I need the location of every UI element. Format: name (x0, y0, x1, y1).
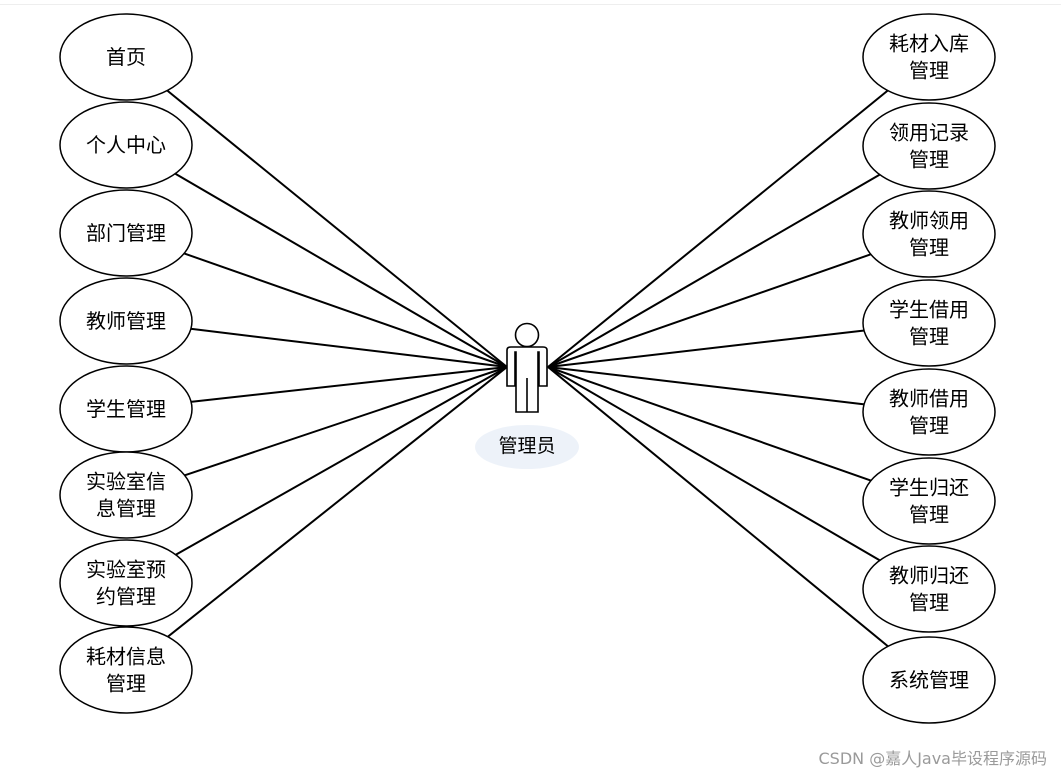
use-case-ellipse (862, 102, 996, 190)
use-case-ellipse (59, 626, 193, 714)
use-case-ellipse (862, 190, 996, 278)
right-association-line-7 (547, 366, 881, 562)
use-case-label-line: 管理 (909, 325, 949, 349)
use-case-label-line: 管理 (106, 672, 146, 696)
right-association-line-6 (547, 366, 872, 482)
use-case-label-line: 管理 (909, 503, 949, 527)
use-case-label-line: 教师归还 (889, 564, 969, 588)
use-case-ellipse (862, 279, 996, 367)
actor: 管理员 (475, 322, 579, 469)
left-use-case-1: 首页 (59, 13, 193, 101)
left-association-line-8 (166, 366, 508, 638)
use-case-label-line: 教师领用 (889, 209, 969, 233)
use-case-label-line: 学生归还 (889, 476, 969, 500)
left-association-line-6 (184, 366, 508, 477)
use-case-label-line: 约管理 (96, 585, 156, 609)
left-association-line-1 (166, 89, 508, 368)
use-case-label-line: 学生管理 (86, 397, 166, 421)
use-case-label-line: 管理 (909, 148, 949, 172)
left-use-case-3: 部门管理 (59, 189, 193, 277)
right-association-line-1 (547, 89, 889, 368)
use-case-label-line: 息管理 (96, 497, 156, 521)
use-case-label-line: 实验室信 (86, 470, 166, 494)
left-association-line-5 (190, 366, 508, 403)
use-case-label-line: 管理 (909, 236, 949, 260)
left-association-line-2 (174, 172, 508, 368)
use-case-ellipse (59, 101, 193, 189)
association-lines (166, 89, 889, 648)
use-case-label-line: 教师借用 (889, 387, 969, 411)
use-case-label-line: 实验室预 (86, 558, 166, 582)
use-case-ellipse (862, 545, 996, 633)
right-association-line-8 (547, 366, 889, 648)
use-case-label-line: 首页 (106, 45, 146, 69)
right-association-line-5 (547, 366, 865, 406)
left-use-case-4: 教师管理 (59, 277, 193, 365)
actor-label: 管理员 (498, 435, 555, 457)
use-case-label-line: 部门管理 (86, 221, 166, 245)
use-case-ellipse (59, 13, 193, 101)
use-case-ellipse (862, 368, 996, 456)
use-case-label-line: 领用记录 (889, 121, 969, 145)
use-case-label-line: 个人中心 (86, 133, 166, 157)
user-figure-icon (506, 322, 548, 413)
use-case-ellipse (59, 189, 193, 277)
left-use-case-2: 个人中心 (59, 101, 193, 189)
use-case-label-line: 学生借用 (889, 298, 969, 322)
use-case-label-line: 耗材入库 (889, 32, 969, 56)
top-divider (0, 4, 1061, 5)
use-case-label-line: 管理 (909, 59, 949, 83)
use-case-ellipse (59, 451, 193, 539)
use-case-ellipse (862, 636, 996, 724)
right-association-line-4 (547, 329, 865, 368)
use-case-ellipse (59, 539, 193, 627)
use-case-label-line: 耗材信息 (86, 645, 166, 669)
use-case-ellipse (862, 457, 996, 545)
left-association-line-4 (190, 327, 508, 368)
use-case-label-line: 管理 (909, 414, 949, 438)
right-association-line-3 (547, 253, 872, 368)
use-case-label-line: 教师管理 (86, 309, 166, 333)
left-use-case-5: 学生管理 (59, 365, 193, 453)
left-association-line-7 (175, 366, 508, 556)
watermark: CSDN @嘉人Java毕设程序源码 (818, 749, 1047, 768)
right-use-case-8: 系统管理 (862, 636, 996, 724)
right-association-line-2 (547, 173, 881, 368)
use-case-label-line: 管理 (909, 591, 949, 615)
use-case-ellipse (59, 277, 193, 365)
left-association-line-3 (183, 252, 508, 368)
use-case-ellipse (862, 13, 996, 101)
actor-label-shadow (475, 425, 579, 469)
use-case-label-line: 系统管理 (889, 668, 969, 692)
right-use-cases: 耗材入库管理领用记录管理教师领用管理学生借用管理教师借用管理学生归还管理教师归还… (862, 13, 996, 724)
